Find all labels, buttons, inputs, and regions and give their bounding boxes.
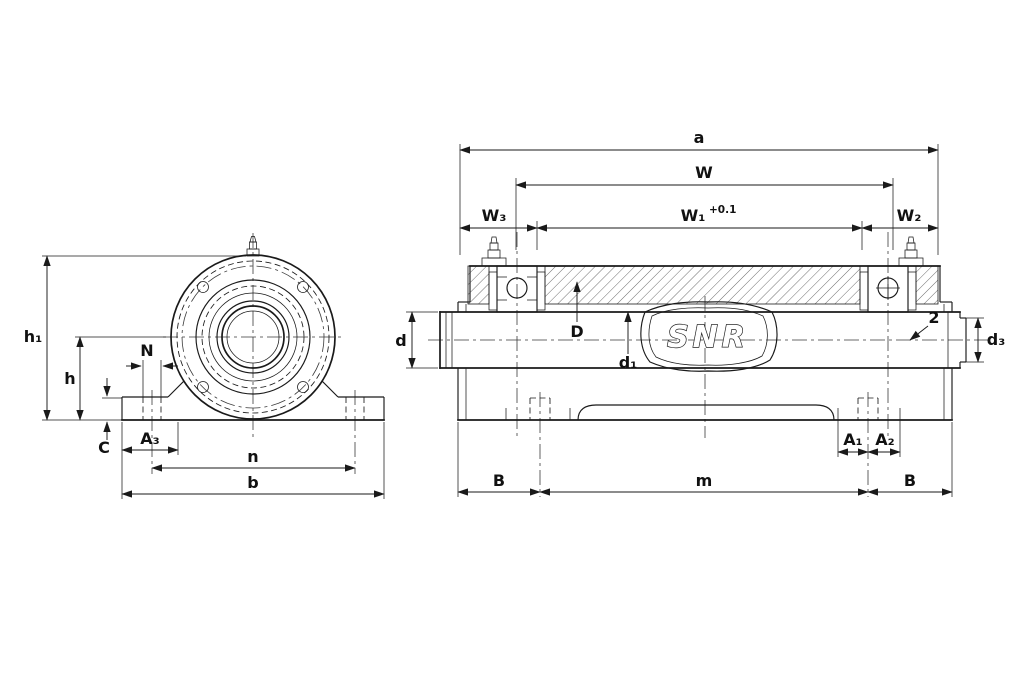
dim-label-C: C bbox=[98, 438, 110, 457]
bearing-left bbox=[488, 265, 546, 313]
grease-nipple-right-icon bbox=[898, 236, 924, 267]
dim-label-b: b bbox=[247, 473, 258, 492]
bearing-ball bbox=[506, 277, 528, 299]
dim-label-n: n bbox=[247, 447, 258, 466]
dim-label-W2: W₂ bbox=[897, 206, 922, 225]
housing-circles bbox=[170, 254, 336, 420]
front-view bbox=[121, 233, 385, 474]
dim-label-N: N bbox=[140, 341, 153, 360]
brand-cartouche: SNR bbox=[640, 301, 778, 372]
grease-nipple-left-icon bbox=[481, 236, 507, 267]
dim-label-W: W bbox=[695, 163, 713, 182]
dim-label-B-left: B bbox=[493, 471, 505, 490]
dim-label-m: m bbox=[696, 471, 713, 490]
front-centerlines bbox=[151, 233, 356, 474]
dim-label-A3: A₃ bbox=[140, 429, 159, 448]
side-section-view: SNR bbox=[428, 232, 988, 497]
bearing-right bbox=[859, 265, 917, 313]
dim-label-W1: W₁ bbox=[681, 206, 706, 225]
dim-label-d: d bbox=[395, 331, 406, 350]
dim-label-D: D bbox=[570, 322, 583, 341]
brand-logo: SNR bbox=[667, 320, 749, 355]
dim-label-a: a bbox=[694, 128, 705, 147]
dim-label-d3: d₃ bbox=[987, 330, 1005, 349]
dim-label-h1: h₁ bbox=[24, 327, 42, 346]
callout-label-2: 2 bbox=[928, 308, 939, 327]
housing-body-outline bbox=[457, 265, 953, 421]
dim-label-W1-tolerance: +0.1 bbox=[709, 204, 736, 216]
side-view-dimensions: a W W₃ W₁ +0.1 W₂ d D d₁ d₃ 2 A₁ A₂ B m … bbox=[395, 128, 1005, 497]
dim-label-d1: d₁ bbox=[619, 353, 637, 372]
dim-label-B-right: B bbox=[904, 471, 916, 490]
dim-label-h: h bbox=[64, 369, 75, 388]
cover-bolt-holes bbox=[197, 281, 309, 393]
dim-label-A1: A₁ bbox=[843, 430, 862, 449]
dim-label-A2: A₂ bbox=[875, 430, 894, 449]
front-base bbox=[121, 380, 385, 421]
grease-nipple-icon bbox=[246, 236, 260, 257]
dim-label-W3: W₃ bbox=[482, 206, 507, 225]
front-view-dimensions: h₁ h C N A₃ n b bbox=[24, 255, 385, 499]
